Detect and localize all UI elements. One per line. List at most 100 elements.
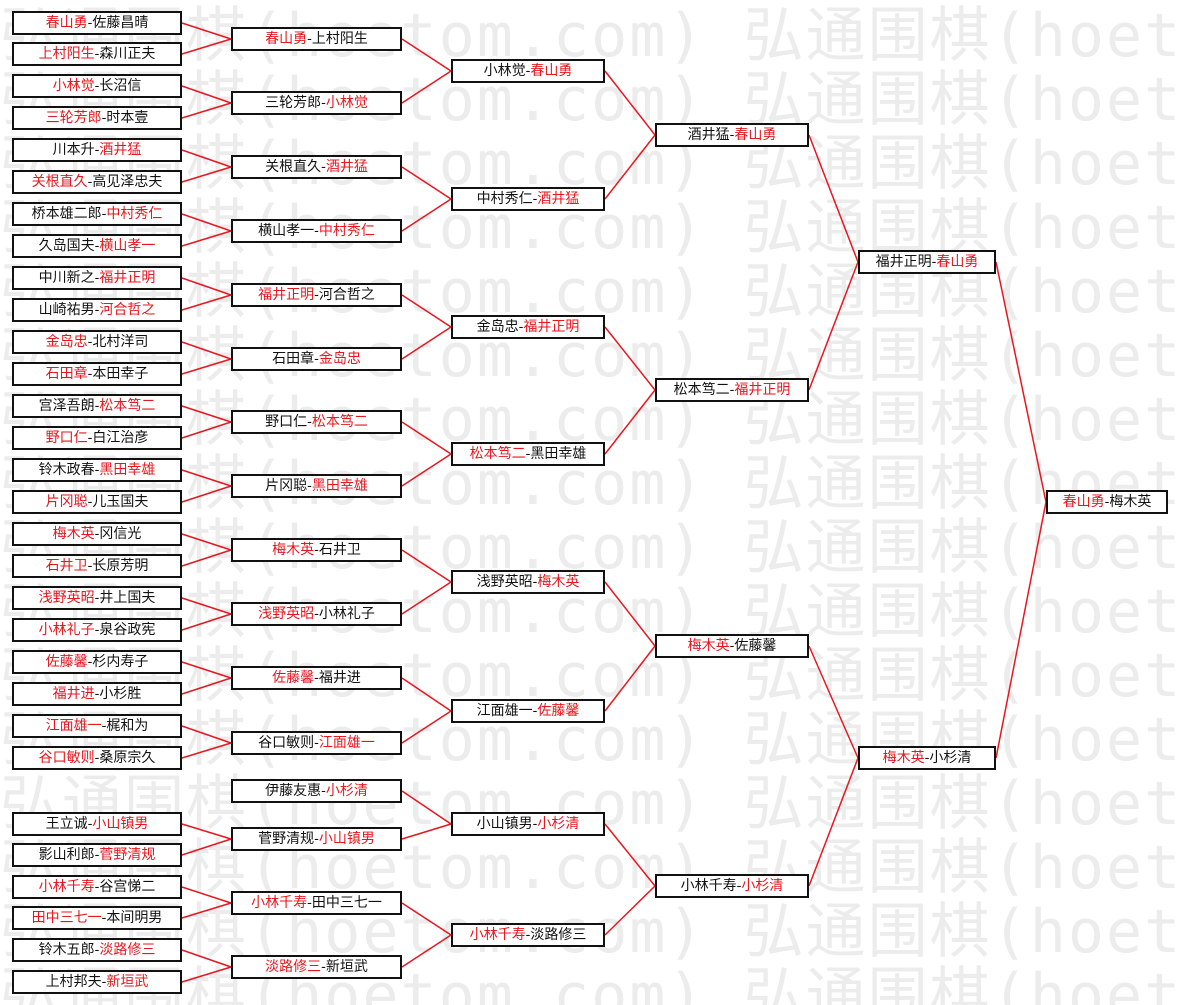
bracket-connector [401,549,452,583]
player-b-name: 小杉胜 [99,686,142,702]
player-a-name: 福井正明 [258,287,315,303]
r3-match-box: 小林千寿-淡路修三 [451,923,605,947]
separator-dash: - [94,526,100,542]
watermark-text: 弘通围棋(hoetom.com) 弘通围棋(hoetom.com) 弘通围棋(h… [0,129,1178,199]
player-a-name: 佐藤馨 [272,670,315,686]
player-a-name: 春山勇 [265,31,308,47]
player-b-name: 田中三七一 [311,895,382,911]
separator-dash: - [736,878,742,894]
r1-match-box: 片冈聪-儿玉国夫 [12,490,182,514]
separator-dash: - [307,478,312,494]
player-a-name: 福井进 [52,686,95,702]
player-a-name: 小山镇男 [476,816,533,832]
separator-dash: - [314,831,319,847]
player-a-name: 三轮芳郎 [265,95,322,111]
player-a-name: 梅木英 [52,526,95,542]
bracket-connector [401,198,452,232]
player-b-name: 谷宫悌二 [99,879,156,895]
player-b-name: 福井进 [318,670,361,686]
separator-dash: - [532,816,538,832]
player-a-name: 桥本雄二郎 [31,206,102,222]
bracket-connector [401,421,452,455]
r2-match-box: 关根直久-酒井猛 [231,155,402,179]
separator-dash: - [87,816,93,832]
r1-match-box: 中川新之-福井正明 [12,266,182,290]
player-a-name: 小林千寿 [251,895,308,911]
watermark-text: 弘通围棋(hoetom.com) 弘通围棋(hoetom.com) 弘通围棋(h… [0,1,1178,71]
r3-match-box: 中村秀仁-酒井猛 [451,187,605,211]
player-b-name: 时本壹 [106,110,149,126]
player-b-name: 小杉清 [741,878,784,894]
separator-dash: - [101,206,107,222]
player-b-name: 小山镇男 [318,831,375,847]
bracket-connector [995,261,1047,503]
r1-match-box: 金岛忠-北村洋司 [12,330,182,354]
player-b-name: 江面雄一 [318,735,375,751]
r1-match-box: 铃木五郎-淡路修三 [12,938,182,962]
bracket-connector [401,790,452,825]
separator-dash: - [101,910,107,926]
r4-match-box: 酒井猛-春山勇 [655,123,809,147]
r1-match-box: 福井进-小杉胜 [12,682,182,706]
separator-dash: - [87,430,93,446]
player-b-name: 佐藤馨 [734,638,777,654]
bracket-connector [181,966,232,983]
r1-match-box: 浅野英昭-井上国夫 [12,586,182,610]
bracket-connector [181,149,232,168]
r2-match-box: 伊藤友惠-小杉清 [231,779,402,803]
player-b-name: 北村洋司 [92,334,149,350]
bracket-connector [181,405,232,423]
bracket-connector [181,485,232,503]
separator-dash: - [94,590,100,606]
r2-match-box: 梅木英-石井卫 [231,538,402,562]
bracket-connector [401,166,452,200]
separator-dash: - [729,382,735,398]
bracket-connector [401,934,452,968]
player-a-name: 伊藤友惠 [265,783,322,799]
r1-match-box: 宫泽吾朗-松本笃二 [12,394,182,418]
player-b-name: 菅野清规 [99,847,156,863]
r2-match-box: 石田章-金岛忠 [231,347,402,371]
player-b-name: 上村阳生 [311,31,368,47]
player-b-name: 春山勇 [530,63,573,79]
player-a-name: 宫泽吾朗 [38,398,95,414]
player-b-name: 酒井猛 [325,159,368,175]
r1-match-box: 三轮芳郎-时本壹 [12,106,182,130]
r4-match-box: 松本笃二-福井正明 [655,378,809,402]
bracket-connector [181,341,232,360]
player-b-name: 冈信光 [99,526,142,542]
bracket-connector [181,469,232,487]
r1-match-box: 江面雄一-梶和为 [12,714,182,738]
r1-match-box: 田中三七一-本间明男 [12,906,182,930]
player-a-name: 铃木政春 [38,462,95,478]
separator-dash: - [87,15,93,31]
bracket-connector [181,902,232,919]
r2-match-box: 佐藤馨-福井进 [231,666,402,690]
separator-dash: - [532,191,538,207]
separator-dash: - [87,174,93,190]
r2-match-box: 淡路修三-新垣武 [231,955,402,979]
separator-dash: - [314,606,319,622]
separator-dash: - [314,223,319,239]
player-b-name: 森川正夫 [99,46,156,62]
separator-dash: - [94,686,100,702]
bracket-connector [808,261,859,391]
bracket-connector [604,823,656,887]
r4-match-box: 梅木英-佐藤馨 [655,634,809,658]
r3-match-box: 小林觉-春山勇 [451,59,605,83]
separator-dash: - [525,927,531,943]
r1-match-box: 山崎祐男-河合哲之 [12,298,182,322]
bracket-connector [181,85,232,104]
player-b-name: 金岛忠 [318,351,361,367]
player-a-name: 菅野清规 [258,831,315,847]
player-b-name: 小林礼子 [318,606,375,622]
r2-match-box: 福井正明-河合哲之 [231,283,402,307]
player-a-name: 小林千寿 [680,878,737,894]
separator-dash: - [87,654,93,670]
bracket-connector [604,645,656,712]
bracket-connector [181,823,232,840]
player-a-name: 春山勇 [45,15,88,31]
player-b-name: 春山勇 [734,127,777,143]
player-a-name: 小林礼子 [38,622,95,638]
player-a-name: 小林觉 [483,63,526,79]
